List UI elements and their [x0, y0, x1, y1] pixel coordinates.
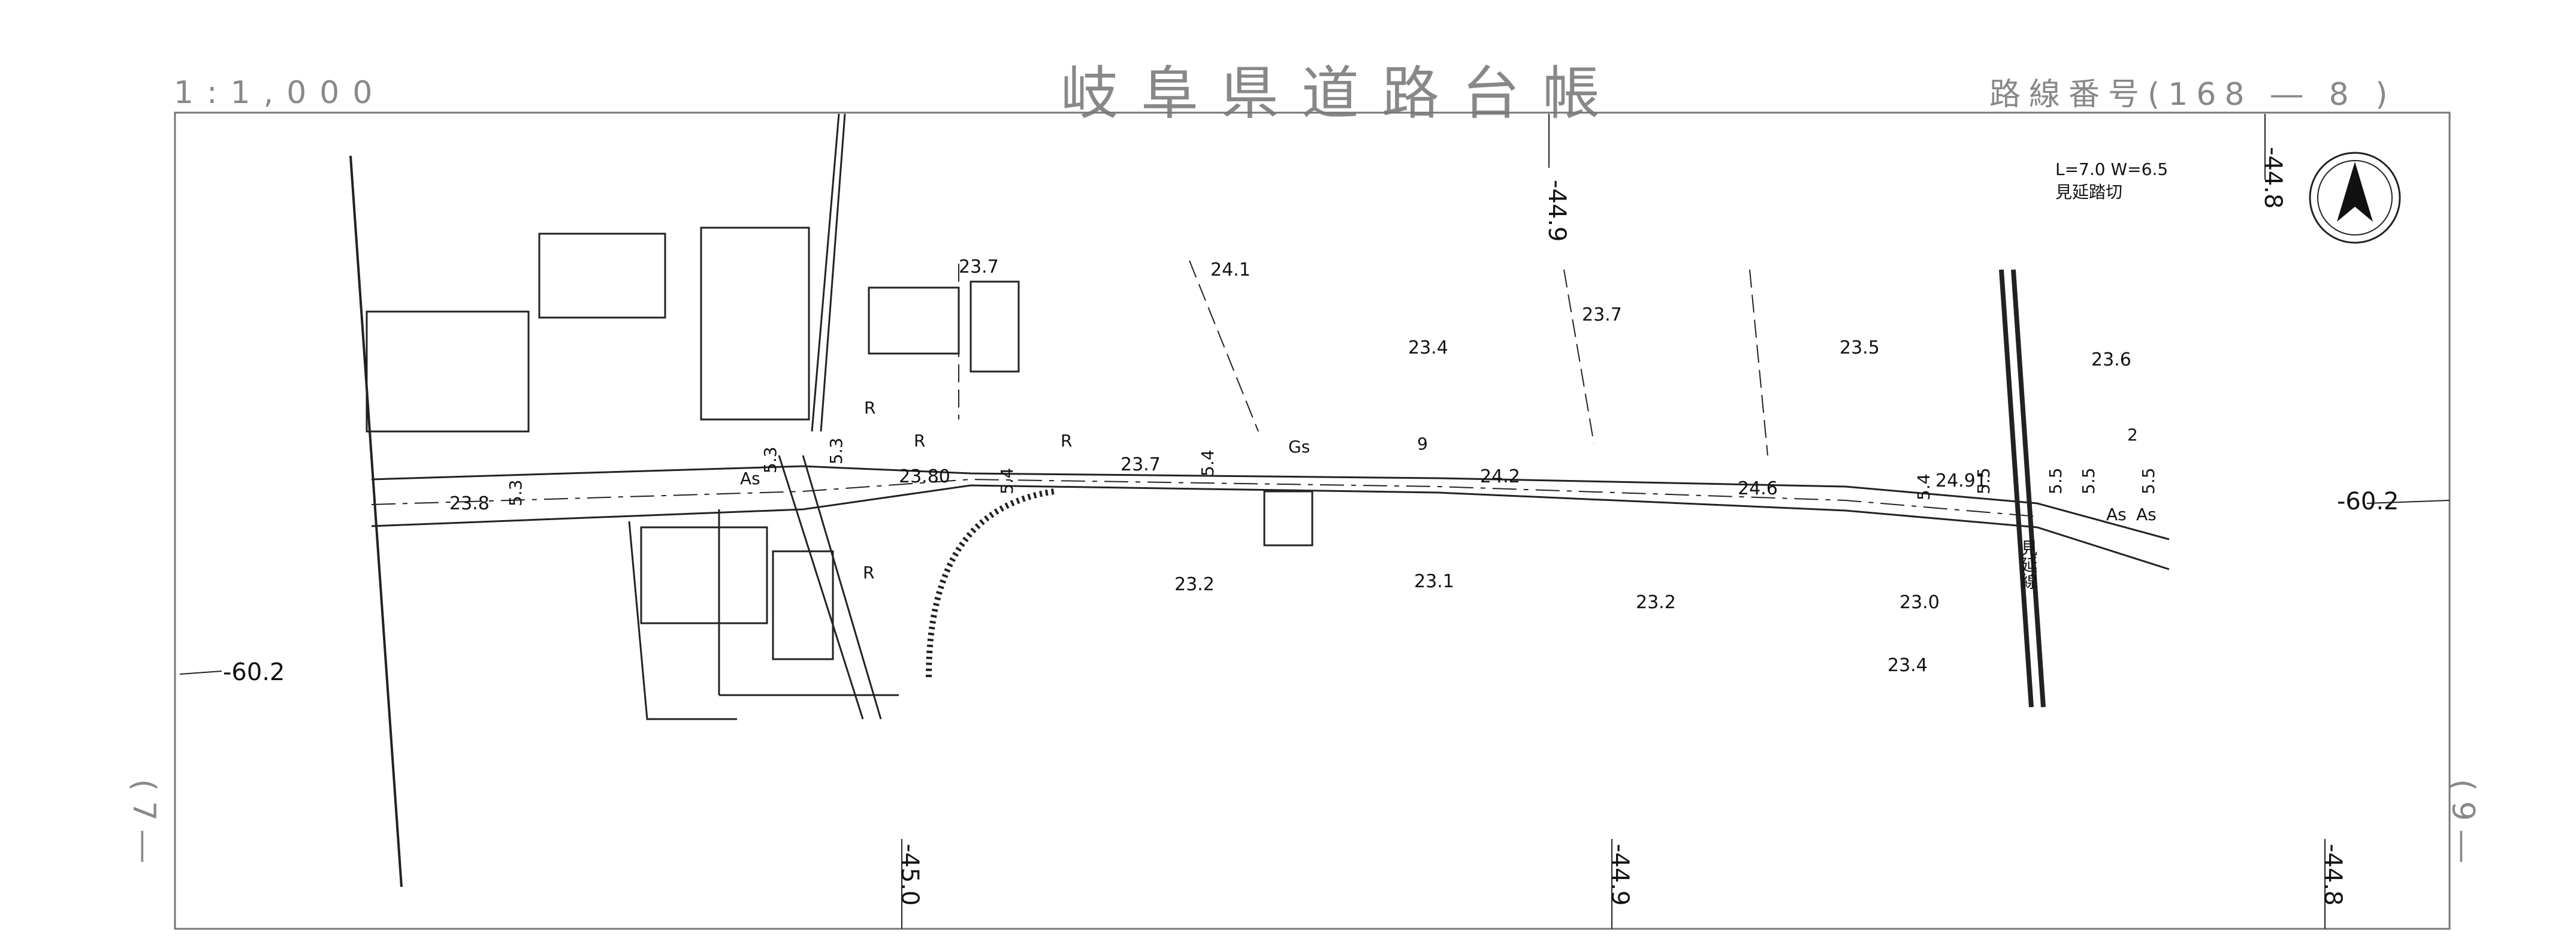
- coord-right: -60.2: [2337, 488, 2399, 515]
- building: [700, 227, 810, 421]
- elevation-label: 23.80: [899, 466, 950, 487]
- road-width-label: 5.4: [997, 467, 1017, 494]
- building: [1263, 490, 1313, 547]
- road-width-label: 5.4: [1198, 449, 1218, 476]
- grid-ticks-side: [179, 500, 2450, 675]
- surface-label: As: [740, 469, 760, 488]
- adjacent-sheet-left: ( 7 ―: [126, 779, 162, 862]
- elevation-label: 23.7: [1121, 454, 1161, 475]
- road-edge-south: [371, 484, 2170, 570]
- building: [772, 550, 834, 660]
- parcel-line-west: [349, 155, 403, 887]
- elevation-label: 23.7: [959, 256, 999, 277]
- surface-label: R: [1061, 431, 1072, 451]
- road-width-label: 5.4: [1914, 473, 1934, 500]
- elevation-label: 23.8: [449, 493, 490, 514]
- side-road-north: [811, 113, 846, 432]
- elevation-label: 23.6: [2091, 349, 2131, 370]
- building: [366, 310, 530, 433]
- coord-bottom-2: -44.9: [1606, 844, 1633, 906]
- elevation-label: 24.2: [1480, 466, 1520, 487]
- railway-track: [1999, 269, 2046, 708]
- elevation-label: 23.7: [1582, 304, 1622, 325]
- south-parcels: [628, 509, 899, 720]
- parcel-boundaries: [958, 260, 1768, 456]
- surface-label: Gs: [1288, 437, 1310, 457]
- surface-label: As: [2136, 505, 2157, 524]
- coord-bottom-3: -44.8: [2319, 844, 2347, 906]
- road-width-label: 5.5: [2046, 467, 2065, 494]
- road-width-label: 5.5: [2079, 467, 2098, 494]
- map-scale: 1:1,000: [174, 75, 386, 111]
- road-width-label: 5.3: [826, 437, 846, 464]
- crossing-dimensions: L=7.0 W=6.5: [2055, 159, 2168, 179]
- building: [538, 233, 666, 319]
- road-width-label: 5.3: [760, 446, 780, 473]
- elevation-label: 24.6: [1738, 478, 1778, 499]
- elevation-label: 23.1: [1414, 571, 1454, 592]
- surface-label: R: [864, 398, 875, 418]
- crossing-name: 見延踏切: [2055, 182, 2122, 202]
- elevation-label: 23.2: [1636, 592, 1676, 613]
- surface-label: R: [914, 431, 925, 451]
- road-edge-north: [371, 465, 2170, 541]
- road-width-label: 5.5: [1974, 467, 1994, 494]
- north-arrow-icon: [2337, 162, 2373, 222]
- road-mark: 9: [1417, 434, 1428, 454]
- retaining-wall: [926, 488, 1055, 678]
- side-road-south: [778, 455, 882, 720]
- route-number: 路線番号(168 ― 8 ): [1989, 77, 2396, 113]
- north-arrow-circle: [2309, 152, 2401, 244]
- building: [868, 286, 960, 355]
- road-centerline: [371, 478, 2038, 517]
- track-count: 2: [2127, 425, 2138, 445]
- map-title: 岐阜県道路台帳: [1061, 60, 1623, 127]
- elevation-label: 23.2: [1174, 574, 1215, 595]
- road-width-label: 5.5: [2139, 467, 2158, 494]
- elevation-label: 23.0: [1899, 592, 1940, 613]
- elevation-label: 23.4: [1408, 337, 1448, 358]
- building: [640, 526, 768, 624]
- building: [970, 280, 1020, 373]
- grid-ticks: [901, 114, 2326, 929]
- elevation-label: 24.91: [1935, 470, 1987, 491]
- surface-label: As: [2106, 505, 2127, 524]
- elevation-label: 24.1: [1210, 259, 1251, 280]
- rail-line-name: 見延線: [2019, 539, 2039, 590]
- elevation-label: 23.4: [1888, 655, 1928, 676]
- coord-bottom-1: -45.0: [896, 844, 923, 906]
- map-frame: [174, 111, 2451, 930]
- coord-top-1: -44.9: [1543, 180, 1571, 242]
- coord-top-2: -44.8: [2259, 147, 2287, 209]
- adjacent-sheet-right: ( 9 ―: [2445, 779, 2481, 862]
- surface-label: R: [863, 563, 874, 582]
- elevation-label: 23.5: [1840, 337, 1880, 358]
- coord-left: -60.2: [223, 659, 285, 686]
- road-width-label: 5.3: [506, 479, 526, 506]
